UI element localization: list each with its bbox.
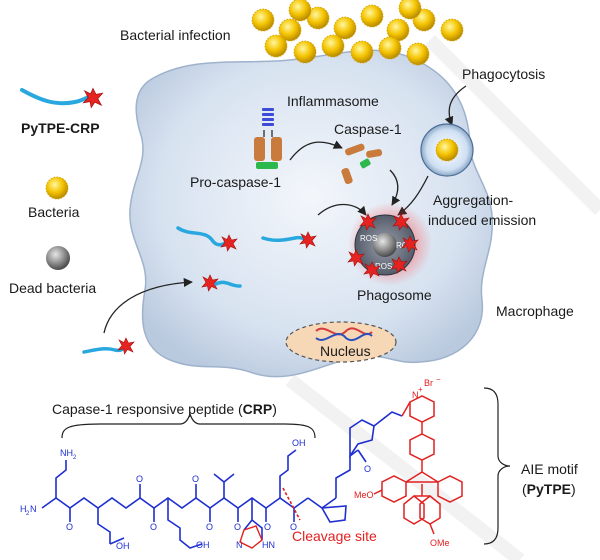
label-pro-caspase1: Pro-caspase-1 <box>190 174 281 190</box>
svg-text:O: O <box>66 522 73 532</box>
svg-text:H: H <box>20 504 27 514</box>
label-bacterial-infection: Bacterial infection <box>120 27 231 43</box>
aie-bracket <box>483 387 511 545</box>
svg-text:N: N <box>236 540 243 550</box>
crp-bracket <box>61 412 316 439</box>
svg-text:O: O <box>264 522 271 532</box>
legend: PyTPE-CRP Bacteria Dead bacteria <box>9 88 103 296</box>
label-cleavage-site: Cleavage site <box>292 528 377 544</box>
svg-text:O: O <box>290 522 297 532</box>
svg-text:O: O <box>150 522 157 532</box>
svg-text:NH: NH <box>60 448 73 458</box>
svg-text:O: O <box>234 522 241 532</box>
svg-text:OH: OH <box>196 540 210 550</box>
vesicle-with-bacterium <box>420 123 474 177</box>
caspase1-icon <box>341 143 383 185</box>
svg-text:−: − <box>436 375 441 384</box>
inflammasome-icon <box>254 108 282 169</box>
label-phagosome: Phagosome <box>357 287 432 303</box>
label-phagocytosis: Phagocytosis <box>462 66 545 82</box>
probe-inside-1 <box>176 226 238 252</box>
pytpe-atoms: N + Br − MeO OMe <box>354 375 450 548</box>
probe-inside-2 <box>261 231 317 249</box>
probe-outside <box>82 337 135 355</box>
histidine-ring <box>239 525 263 549</box>
svg-text:N: N <box>30 504 37 514</box>
arrow-probe-uptake <box>103 277 193 334</box>
svg-text:N: N <box>412 390 419 400</box>
legend-bacteria-icon <box>45 176 69 200</box>
svg-text:MeO: MeO <box>354 490 374 500</box>
label-aie-motif: AIE motif <box>521 461 578 477</box>
label-pytpe: (PyTPE) <box>522 481 576 497</box>
svg-text:+: + <box>418 385 423 394</box>
svg-text:Br: Br <box>424 378 433 388</box>
svg-text:O: O <box>136 474 143 484</box>
svg-text:O: O <box>192 474 199 484</box>
arrow-caspase-to-phagosome <box>389 169 401 206</box>
svg-text:OH: OH <box>116 541 130 551</box>
legend-dead-bacteria-label: Dead bacteria <box>9 280 96 296</box>
legend-probe-label: PyTPE-CRP <box>21 120 100 136</box>
label-aie-line2: induced emission <box>428 212 536 228</box>
label-inflammasome: Inflammasome <box>287 93 379 109</box>
svg-text:O: O <box>206 522 213 532</box>
ros-label-1: ROS <box>360 234 377 243</box>
svg-text:2: 2 <box>73 455 77 461</box>
label-aie-line1: Aggregation- <box>433 192 514 208</box>
peptide-chain <box>41 411 403 549</box>
nucleus: Nucleus <box>285 321 397 363</box>
label-nucleus: Nucleus <box>320 343 371 359</box>
legend-bacteria-label: Bacteria <box>28 204 80 220</box>
peptide-atoms: NH 2 H 2 N O OH O O OH O O O O O OH O N … <box>20 438 371 551</box>
phagosome: ROS ROS ROS <box>347 202 432 286</box>
svg-text:O: O <box>364 464 371 474</box>
legend-probe-icon <box>20 88 94 106</box>
peptide-title: Capase-1 responsive peptide (CRP) <box>52 401 277 417</box>
svg-text:OH: OH <box>292 438 306 448</box>
bacteria-cluster <box>251 0 464 66</box>
label-caspase1: Caspase-1 <box>334 121 402 137</box>
label-macrophage: Macrophage <box>496 303 574 319</box>
svg-text:HN: HN <box>262 540 275 550</box>
svg-text:2: 2 <box>26 511 30 517</box>
svg-text:OMe: OMe <box>430 538 450 548</box>
cleavage-line <box>282 487 301 521</box>
arrow-to-caspase1 <box>289 140 343 161</box>
probe-inside-3 <box>201 274 242 292</box>
arrow-phagocytosis <box>444 85 467 126</box>
legend-dead-bacteria-icon <box>46 246 70 270</box>
watermark-background <box>285 35 600 560</box>
macrophage-cell <box>129 49 494 378</box>
ros-label-2: ROS <box>375 262 392 271</box>
pytpe-structure <box>373 395 463 535</box>
